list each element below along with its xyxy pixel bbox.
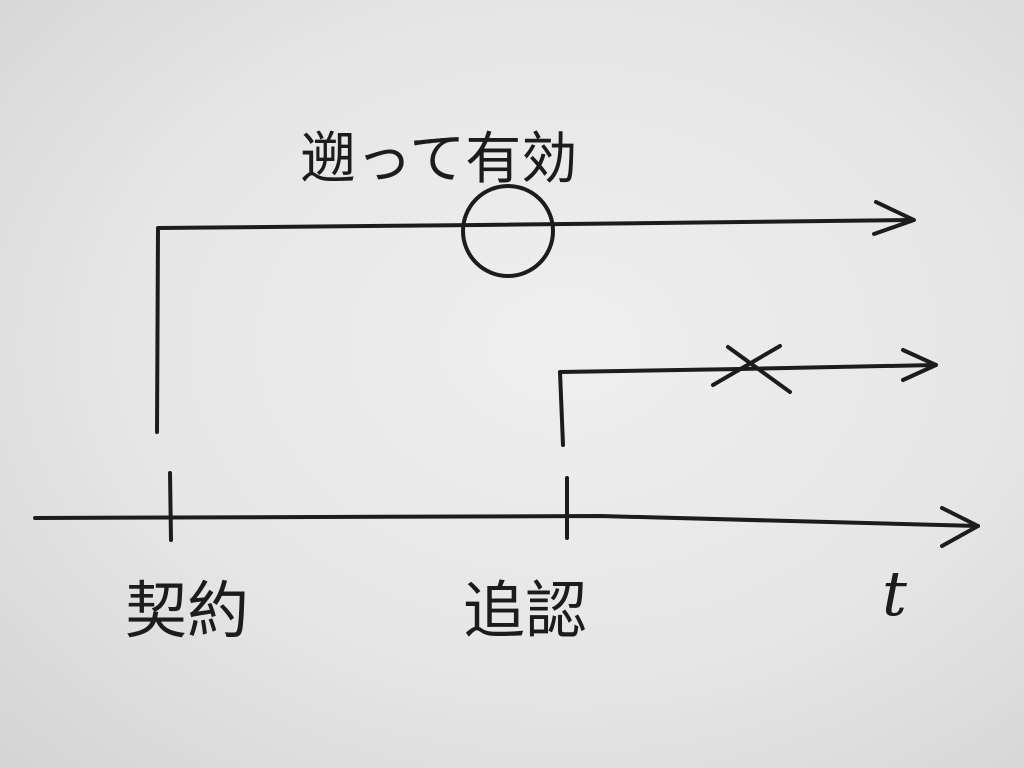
top-note-label: 遡って有効 bbox=[300, 127, 577, 192]
ratification-line bbox=[558, 344, 938, 447]
contract-tick bbox=[168, 471, 173, 542]
ratification-arrowhead bbox=[901, 348, 938, 382]
retroactive-arrow-line bbox=[155, 218, 914, 434]
cross-mark-stroke-2 bbox=[711, 344, 782, 387]
circle-mark bbox=[461, 184, 555, 278]
cross-mark-stroke-1 bbox=[726, 345, 792, 394]
ratification-label: 追認 bbox=[463, 574, 587, 647]
retroactive-arrowhead bbox=[872, 200, 916, 236]
ratification-arrow-line bbox=[558, 363, 937, 447]
time-axis bbox=[33, 471, 980, 548]
retroactive-line bbox=[155, 184, 916, 434]
contract-label: 契約 bbox=[125, 574, 249, 647]
time-axis-arrowhead bbox=[940, 506, 980, 548]
time-axis-line bbox=[33, 514, 980, 528]
time-axis-label: t bbox=[882, 557, 907, 630]
